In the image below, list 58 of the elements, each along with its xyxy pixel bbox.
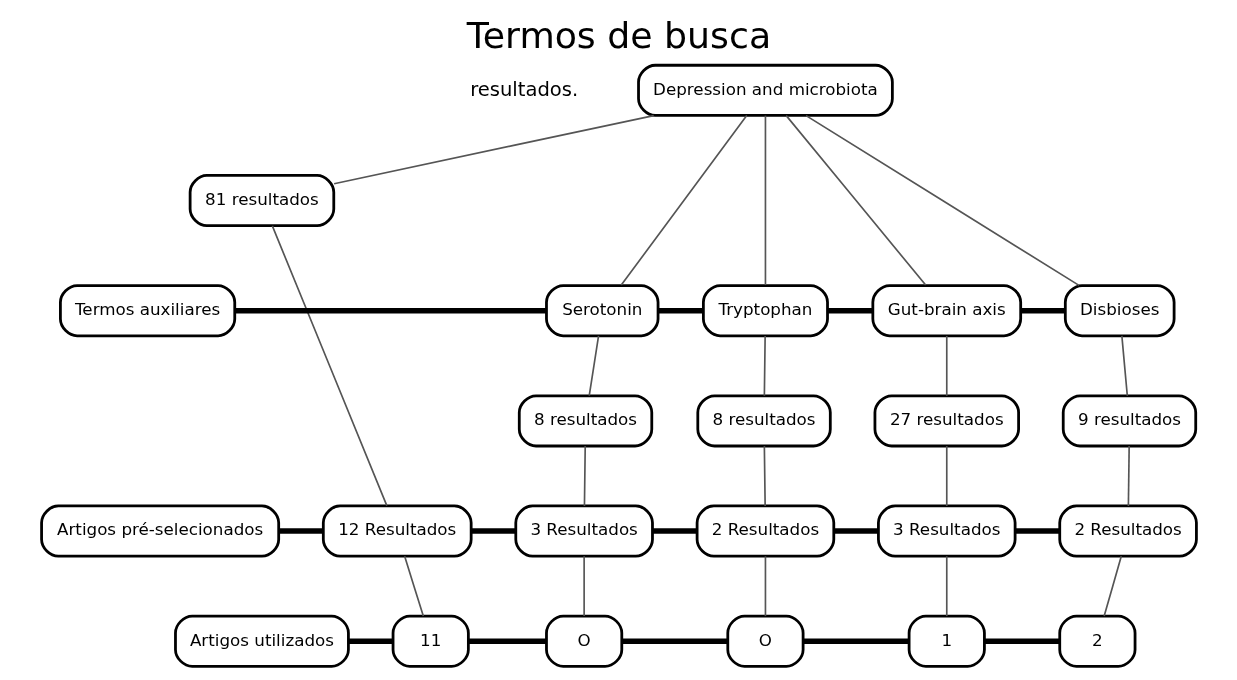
connector (657, 307, 703, 314)
node-box: O (725, 614, 804, 668)
connector (833, 528, 878, 534)
connector (764, 114, 766, 286)
connector (1102, 555, 1122, 617)
node-box: 2 (1057, 614, 1136, 668)
connector (582, 555, 585, 617)
connector (945, 445, 948, 507)
connector (802, 638, 909, 645)
connector (763, 445, 766, 507)
node-box: 1 (907, 614, 986, 668)
connector (1020, 307, 1065, 314)
label: resultados. (469, 77, 578, 101)
node-box: 8 resultados (517, 394, 653, 448)
node-box: O (544, 614, 623, 668)
connector (348, 638, 393, 645)
connector (984, 638, 1060, 645)
node-box: 2 Resultados (1057, 504, 1198, 558)
connector (764, 555, 766, 617)
connector (621, 638, 727, 645)
connector (1127, 445, 1130, 507)
node-box: 2 Resultados (695, 504, 835, 558)
node-box: Gut-brain axis (870, 284, 1022, 338)
connector (278, 528, 323, 534)
connector (1014, 528, 1060, 534)
node-box: 8 resultados (695, 394, 832, 448)
connector (583, 445, 586, 507)
diagram-title: Termos de busca (466, 14, 771, 58)
connector (763, 335, 766, 397)
connector (234, 307, 546, 314)
node-box: Disbioses (1063, 284, 1175, 338)
node-box: 3 Resultados (876, 504, 1016, 558)
node-box: Serotonin (544, 284, 659, 338)
node-box: 81 resultados (188, 174, 335, 228)
node-box: 12 Resultados (321, 504, 473, 558)
connector (587, 335, 599, 397)
connector (651, 528, 697, 534)
node-box: Artigos pré-selecionados (39, 504, 280, 558)
node-box: Termos auxiliares (58, 284, 236, 338)
connector (804, 114, 1080, 287)
connector (784, 114, 926, 286)
node-box: 9 resultados (1061, 394, 1197, 448)
node-box: 3 Resultados (513, 504, 654, 558)
node-box: 11 (391, 614, 470, 668)
connector (332, 114, 655, 185)
connector (945, 335, 948, 397)
connector (271, 225, 388, 507)
connector (827, 307, 872, 314)
node-box: Depression and microbiota (636, 63, 894, 117)
connector (945, 555, 948, 617)
connector (470, 528, 515, 534)
connector (403, 555, 424, 617)
node-box: Artigos utilizados (173, 614, 350, 668)
node-box: Tryptophan (701, 284, 829, 338)
connector (1120, 335, 1128, 397)
connector (619, 114, 748, 286)
connector (467, 638, 546, 645)
node-box: 27 resultados (873, 394, 1020, 448)
